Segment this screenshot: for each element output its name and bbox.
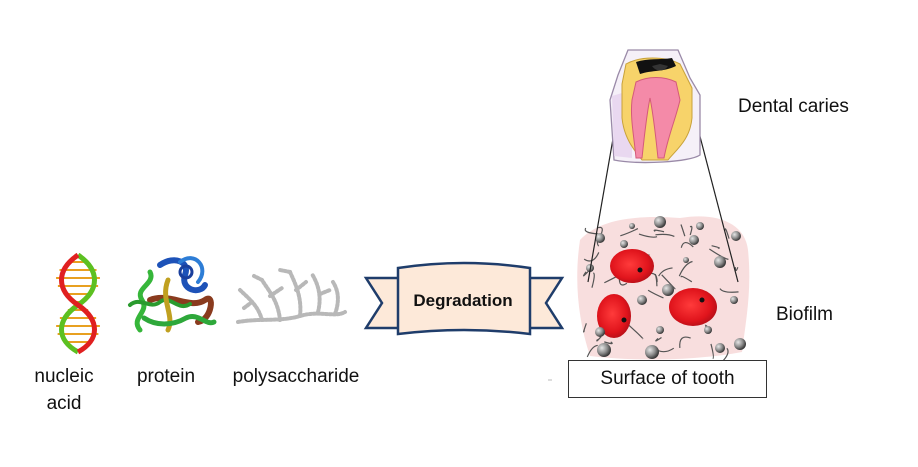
polysaccharide-label: polysaccharide	[232, 366, 360, 387]
biofilm-strand	[654, 273, 658, 287]
biofilm-particle	[704, 326, 712, 334]
biofilm-strand	[582, 269, 590, 277]
biofilm-strand	[680, 241, 694, 248]
biofilm-particle	[731, 231, 741, 241]
biofilm-particle	[715, 343, 725, 353]
protein-label: protein	[136, 366, 196, 387]
biofilm-particle	[629, 223, 635, 229]
surface-of-tooth-label: Surface of tooth	[568, 360, 767, 398]
polysaccharide-chain-icon	[236, 268, 347, 324]
biofilm-strand	[710, 343, 714, 360]
biofilm-strand	[620, 228, 639, 237]
biofilm-strand	[655, 336, 662, 342]
biofilm-strand	[658, 347, 675, 353]
tooth-caries-icon	[609, 49, 701, 164]
biofilm-strand	[724, 228, 730, 239]
biofilm-particle	[620, 240, 628, 248]
degradation-banner	[363, 261, 565, 336]
zoom-line-right	[696, 124, 739, 283]
biofilm-particle	[597, 343, 611, 357]
protein-structure-icon	[128, 256, 217, 333]
biofilm-strand	[719, 288, 739, 293]
biofilm-particle	[714, 256, 726, 268]
biofilm-strand	[604, 341, 613, 345]
biofilm-strand	[655, 233, 675, 238]
nucleic-acid-label-line1: nucleic	[34, 366, 94, 387]
dna-helix-icon	[56, 252, 100, 355]
biofilm-particle	[637, 295, 647, 305]
biofilm-particle	[696, 222, 704, 230]
biofilm-strand	[591, 272, 595, 288]
biofilm-particle	[734, 338, 746, 350]
biofilm-strand	[583, 323, 587, 333]
biofilm-particle	[683, 257, 689, 263]
biofilm-particle	[689, 235, 699, 245]
biofilm-strand	[658, 267, 673, 277]
biofilm-particle	[645, 345, 659, 359]
biofilm-strand	[678, 260, 693, 277]
biofilm-particle	[595, 233, 605, 243]
bacteria-cell	[610, 249, 654, 283]
biofilm-particle	[730, 296, 738, 304]
biofilm-strand	[627, 324, 644, 340]
biofilm-particle	[662, 284, 674, 296]
biofilm-strand	[689, 225, 693, 236]
bacteria-cell	[669, 288, 717, 326]
biofilm-strand	[647, 289, 664, 299]
biofilm-particle	[656, 326, 664, 334]
biofilm-strand	[680, 224, 686, 237]
dental-caries-label: Dental caries	[738, 96, 849, 117]
degradation-label: Degradation	[413, 291, 513, 310]
biofilm-label: Biofilm	[776, 304, 834, 325]
nucleic-acid-label-line2: acid	[46, 393, 82, 414]
biofilm-particle	[595, 327, 605, 337]
zoom-line-left	[587, 132, 615, 283]
biofilm-strand	[734, 267, 739, 272]
biofilm-particle	[654, 216, 666, 228]
biofilm-strand	[711, 245, 720, 249]
biofilm-strand	[653, 229, 665, 233]
biofilm-strand	[679, 336, 691, 349]
biofilm-strand	[680, 275, 693, 283]
biofilm-strand	[638, 233, 658, 238]
biofilm-particles	[586, 216, 746, 359]
biofilm-strand	[596, 336, 602, 342]
biofilm-strand	[586, 344, 598, 358]
bacteria-cell	[597, 294, 631, 338]
